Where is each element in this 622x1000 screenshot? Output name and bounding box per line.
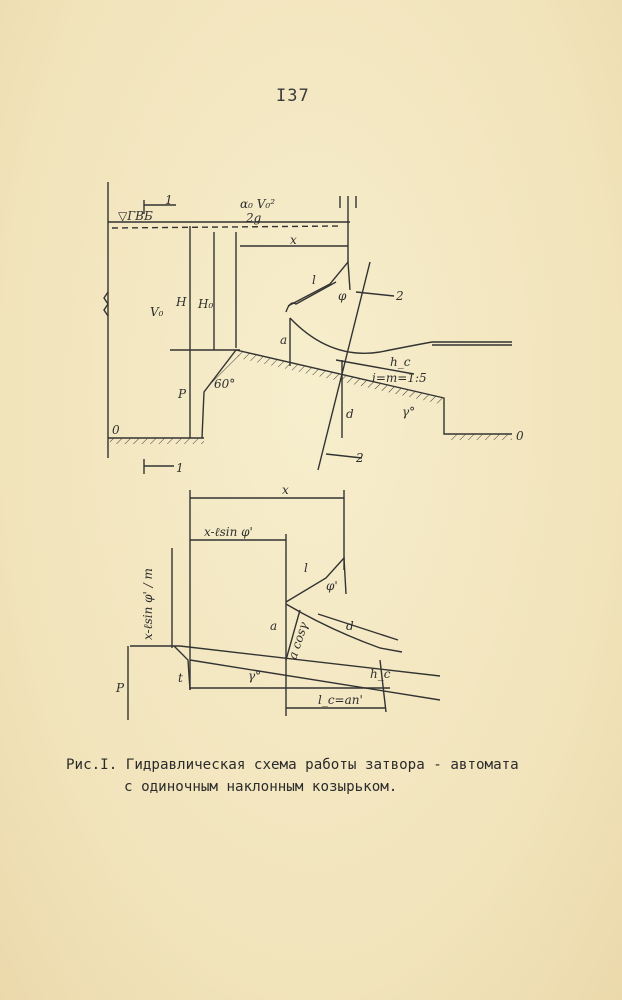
section-2-top-label: 2 [395, 289, 404, 303]
hydraulic-diagram: 1 1 ɑ₀ V₀² 2g ▽ГВБ x l φ 2 2 H H₀ V₀ a P… [103, 182, 524, 720]
weir-slope-lower [189, 659, 441, 701]
weir-slope-upper [179, 645, 441, 677]
label-gamma-bottom: γ° [248, 669, 261, 683]
top-figure [103, 182, 512, 474]
label-phi-top: φ [338, 289, 347, 303]
velocity-head-num: ɑ₀ V₀² [240, 197, 275, 211]
label-vertical: x-ℓsin φ' / m [141, 568, 155, 640]
jet-bottom [285, 603, 403, 653]
caption-line-1: Рис.I. Гидравлическая схема работы затво… [66, 757, 519, 773]
section-1-bottom-label: 1 [176, 461, 184, 475]
level-label: ▽ГВБ [118, 209, 153, 223]
label-l-bottom: l [304, 561, 308, 575]
label-x-top: x [290, 233, 297, 247]
section-2 [317, 261, 371, 471]
label-gamma-top: γ° [402, 405, 415, 419]
label-P-top: P [177, 387, 187, 401]
figure-caption: Рис.I. Гидравлическая схема работы затво… [66, 754, 586, 798]
gate-leaf [287, 260, 351, 307]
section-1-top-label: 1 [165, 193, 173, 207]
label-a-bottom: a [270, 619, 277, 633]
label-phi1-bottom: φ' [326, 579, 338, 593]
break-mark [103, 291, 109, 317]
label-slope: i=m=1:5 [372, 371, 427, 385]
gate-plate [285, 281, 337, 313]
jet-curve [289, 317, 433, 354]
velocity-head-den: 2g [245, 211, 262, 225]
label-zero-right: 0 [516, 429, 524, 443]
gate-top [339, 196, 357, 208]
energy-line [111, 225, 341, 229]
label-zero-left: 0 [112, 423, 120, 437]
label-hc-bottom: h_c [370, 667, 391, 681]
caption-line-2: с одиночным наклонным козырьком. [124, 779, 398, 795]
gate-leaf-bottom [285, 556, 347, 603]
label-V0: V₀ [150, 305, 164, 319]
label-a-cos: a cosγ [286, 619, 311, 660]
label-d-top: d [346, 407, 354, 421]
label-x-minus: x-ℓsin φ' [204, 525, 253, 539]
page-number: I37 [276, 86, 310, 106]
section-2-bottom-label: 2 [355, 451, 364, 465]
label-H: H [175, 295, 187, 309]
label-t-bottom: t [178, 671, 183, 685]
label-lc: l_c=an' [318, 693, 363, 707]
label-hc-top: h_c [390, 355, 411, 369]
label-angle-60: 60° [214, 377, 235, 391]
label-d-bottom: d [346, 619, 354, 633]
label-P-bottom: P [115, 681, 125, 695]
label-a-top: a [280, 333, 287, 347]
label-H0: H₀ [197, 297, 213, 311]
label-x-bottom: x [282, 483, 289, 497]
label-l-top: l [312, 273, 316, 287]
bottom-figure [127, 490, 441, 720]
